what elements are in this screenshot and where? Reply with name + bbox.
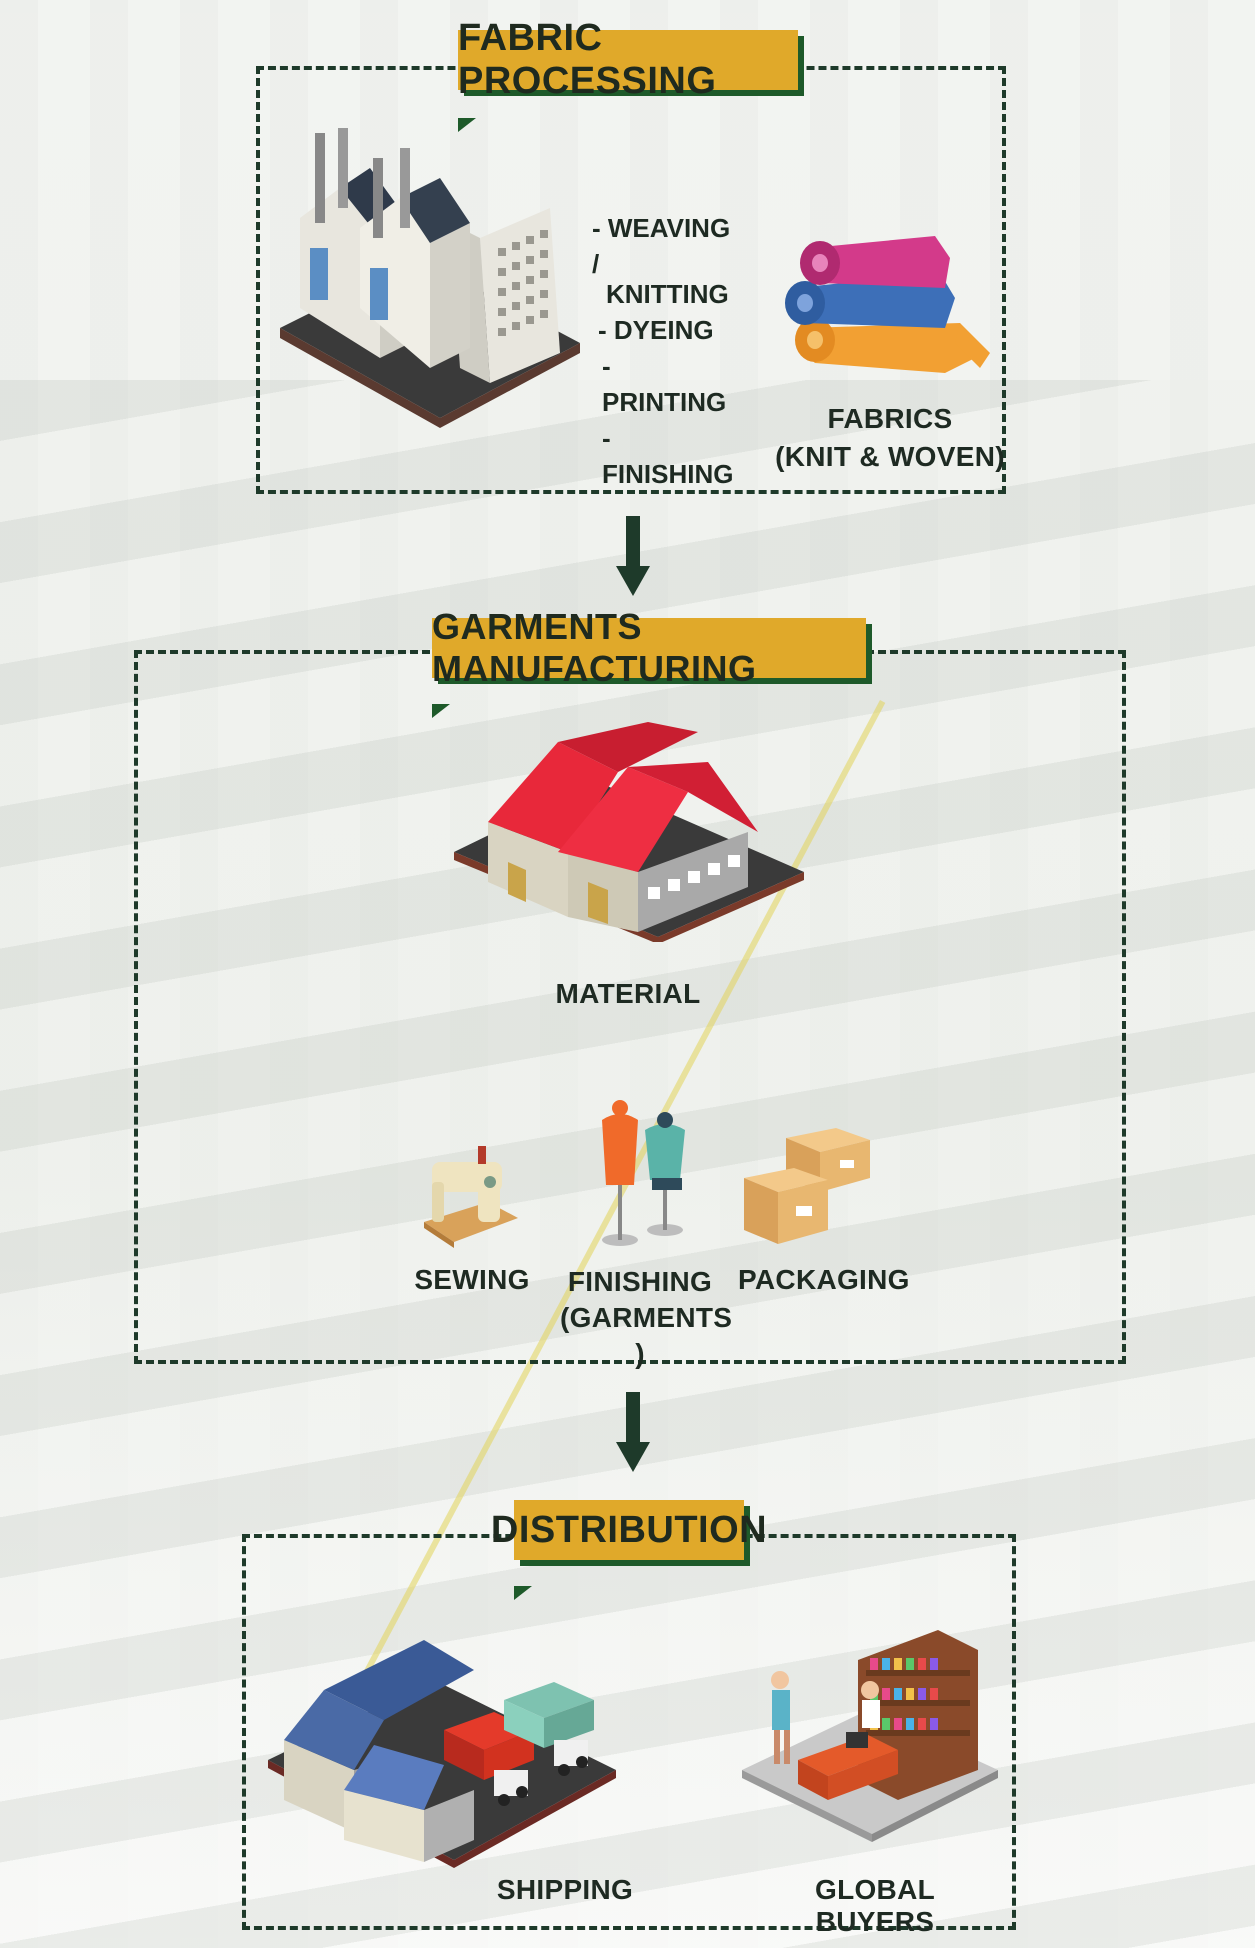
arrow-down-icon xyxy=(616,516,650,596)
fabrics-label-line2: (KNIT & WOVEN) xyxy=(775,441,1005,472)
garments-title-text: GARMENTS MANUFACTURING xyxy=(432,606,757,689)
distribution-title: DISTRIBUTION xyxy=(491,1500,767,1560)
sewing-label: SEWING xyxy=(414,1264,530,1295)
tag-tail xyxy=(514,1586,532,1600)
garments-manufacturing-title: GARMENTS MANUFACTURING xyxy=(432,606,866,689)
shipping-label: SHIPPING xyxy=(496,1874,634,1905)
finishing-label-line1: FINISHING xyxy=(567,1266,713,1297)
step-knitting: KNITTING xyxy=(606,279,729,309)
finishing-label-line2: (GARMENTS ) xyxy=(560,1302,733,1369)
step-dyeing: - DYEING xyxy=(598,315,714,345)
mannequin-icon xyxy=(602,1100,685,1246)
warehouse-icon xyxy=(454,722,804,942)
packaging-label: PACKAGING xyxy=(738,1264,910,1295)
fabrics-label: FABRICS (KNIT & WOVEN) xyxy=(770,400,1010,476)
arrow-down-icon xyxy=(616,1392,650,1472)
boxes-icon xyxy=(744,1128,870,1244)
step-printing: - PRINTING xyxy=(602,351,727,417)
fabric-rolls-icon xyxy=(785,236,990,373)
finishing-garments-label: FINISHING (GARMENTS ) xyxy=(560,1264,733,1372)
factory-icon xyxy=(280,128,580,428)
step-weaving: - WEAVING / xyxy=(592,213,731,279)
fabric-processing-title-text: FABRIC PROCESSING xyxy=(458,17,717,102)
global-buyers-label: GLOBAL BUYERS xyxy=(814,1874,935,1937)
material-label: MATERIAL xyxy=(555,978,701,1009)
step-finishing: - FINISHING xyxy=(602,423,734,489)
fabrics-label-line1: FABRICS xyxy=(827,403,953,434)
shop-icon xyxy=(742,1630,998,1842)
fabric-processing-title: FABRIC PROCESSING xyxy=(458,17,798,102)
fabric-steps-list: - WEAVING / KNITTING - DYEING - PRINTING… xyxy=(592,210,734,492)
shipping-warehouse-icon xyxy=(268,1640,616,1868)
tag-tail xyxy=(432,704,450,718)
distribution-title-text: DISTRIBUTION xyxy=(490,1508,768,1551)
tag-tail xyxy=(458,118,476,132)
sewing-machine-icon xyxy=(424,1146,518,1248)
